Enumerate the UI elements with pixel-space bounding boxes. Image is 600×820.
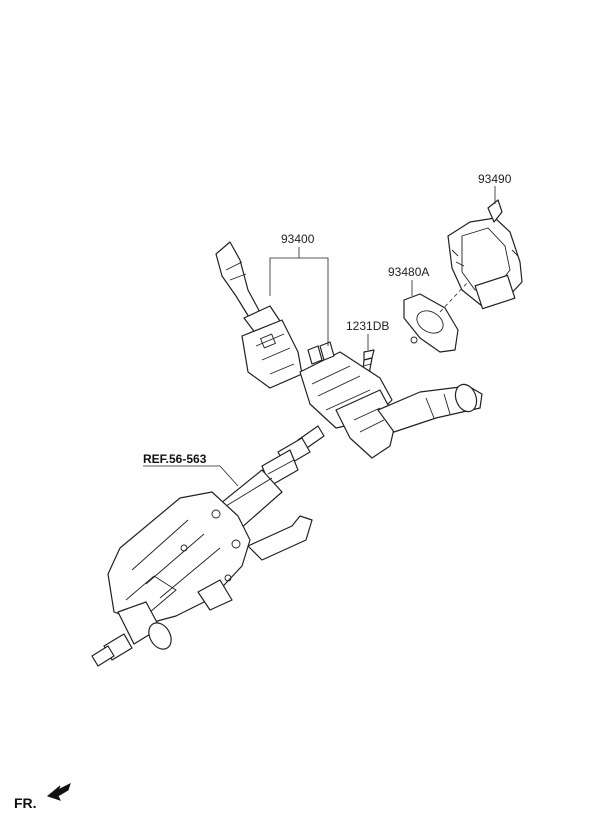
front-arrow-icon [46,783,71,801]
label-93480A: 93480A [388,265,429,279]
clock-spring-93490 [447,199,523,310]
label-ref: REF.56-563 [143,452,207,466]
label-93400: 93400 [281,232,315,246]
front-label: FR. [14,795,37,811]
leader-93400 [269,247,329,346]
label-93490: 93490 [478,172,512,186]
label-1231DB: 1231DB [346,319,389,333]
multifunction-switch-93400 [215,241,483,459]
bracket-93480A [403,293,459,353]
leader-ref [219,465,239,487]
steering-column [91,425,325,667]
